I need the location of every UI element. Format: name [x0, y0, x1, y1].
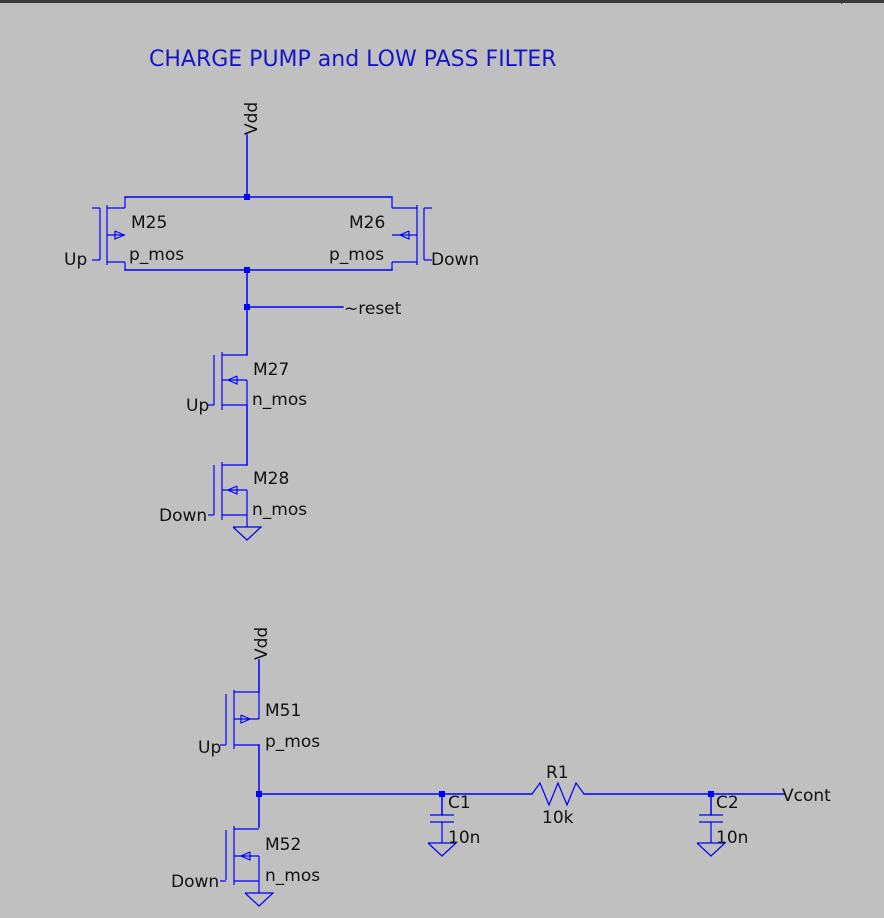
net-label-reset: ~reset: [344, 299, 402, 319]
m26-model: p_mos: [329, 245, 384, 265]
net-label-up-m27: Up: [186, 396, 209, 416]
m27-name: M27: [253, 360, 289, 380]
transistor-m27[interactable]: [208, 352, 248, 410]
m25-name: M25: [131, 213, 167, 233]
transistor-m26[interactable]: [391, 197, 432, 270]
capacitor-c2[interactable]: [696, 814, 727, 857]
wires-lower[interactable]: [258, 659, 786, 828]
net-label-up-m25: Up: [64, 250, 87, 270]
c1-value: 10n: [448, 828, 480, 848]
window-border-notch: [841, 0, 842, 4]
m27-model: n_mos: [252, 390, 307, 410]
m26-name: M26: [349, 213, 385, 233]
m28-name: M28: [253, 469, 289, 489]
transistor-m52[interactable]: [220, 826, 260, 893]
resistor-r1[interactable]: [531, 781, 585, 807]
m52-name: M52: [265, 835, 301, 855]
capacitor-c1[interactable]: [427, 814, 458, 857]
junctions-upper: [244, 194, 250, 310]
transistor-m28[interactable]: [208, 462, 248, 527]
c2-value: 10n: [716, 828, 748, 848]
wires-upper[interactable]: [124, 134, 393, 466]
r1-name: R1: [546, 763, 569, 783]
m28-model: n_mos: [252, 500, 307, 520]
transistor-m25[interactable]: [92, 197, 126, 270]
net-label-vdd-top: Vdd: [242, 102, 262, 135]
m51-model: p_mos: [265, 732, 320, 752]
m25-model: p_mos: [129, 245, 184, 265]
transistor-m51[interactable]: [220, 690, 260, 749]
r1-value: 10k: [542, 808, 574, 828]
junctions-lower: [256, 791, 714, 797]
ground-symbol-m28: [232, 526, 263, 541]
schematic-title: CHARGE PUMP and LOW PASS FILTER: [149, 47, 557, 72]
net-label-vcont: Vcont: [782, 786, 831, 806]
m52-model: n_mos: [265, 866, 320, 886]
net-label-down-m26: Down: [431, 250, 479, 270]
c2-name: C2: [716, 793, 739, 813]
net-label-up-m51: Up: [198, 738, 221, 758]
window-top-border: [0, 0, 884, 3]
net-label-down-m28: Down: [159, 506, 207, 526]
net-label-vdd-bottom: Vdd: [252, 627, 272, 660]
c1-name: C1: [448, 793, 471, 813]
ground-symbol-m52: [244, 892, 275, 907]
net-label-down-m52: Down: [171, 872, 219, 892]
m51-name: M51: [265, 701, 301, 721]
